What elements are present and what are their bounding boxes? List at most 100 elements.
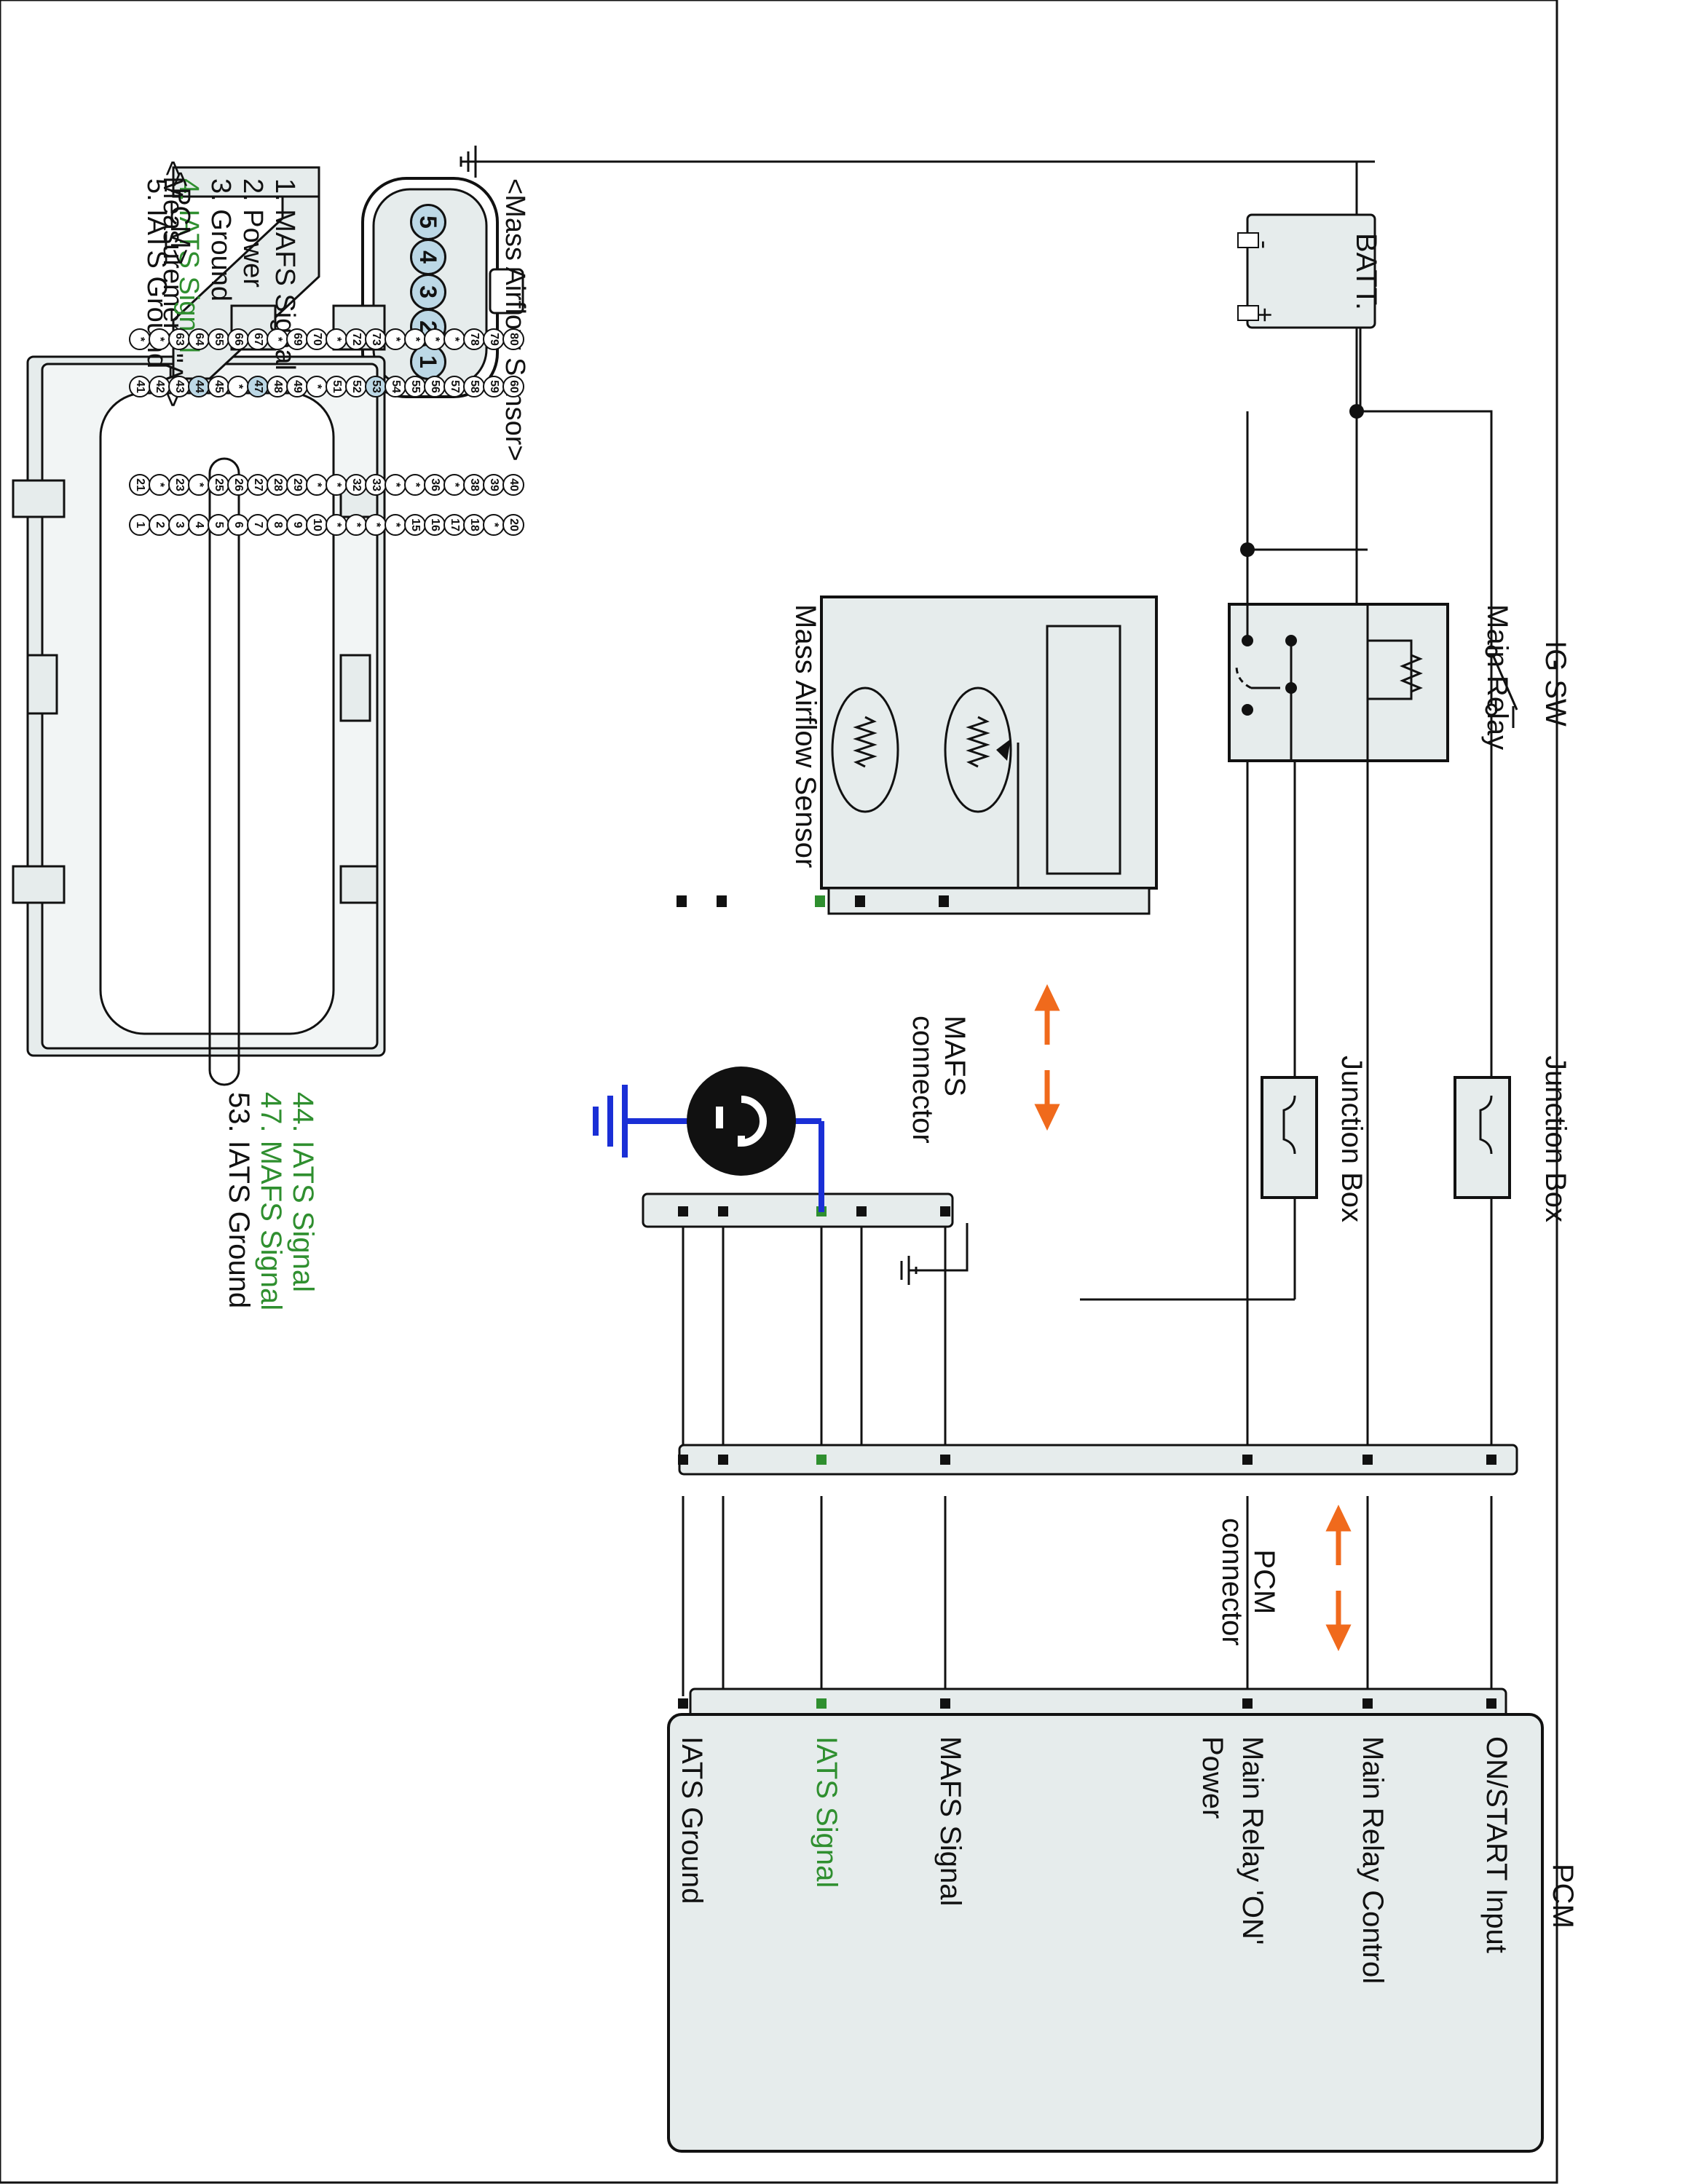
pcm-connector-pin: *: [306, 474, 328, 496]
pcm-connector-pin: 42: [149, 376, 170, 397]
pcm-connector-pin: 16: [424, 514, 446, 536]
pcm-connector-pin: 7: [247, 514, 269, 536]
pcm-connector-pin: 51: [326, 376, 347, 397]
pcm-connector-pin: 47: [247, 376, 269, 397]
mas-device-label: Mass Airflow Sensor: [789, 604, 821, 869]
mafs-connector-strip: [642, 1192, 954, 1228]
pcm-pin-label: MAFS Signal: [934, 1736, 966, 1907]
pcm-connector-pin: 33: [365, 474, 387, 496]
ground-symbols: [460, 146, 918, 1285]
page-border: [0, 0, 1558, 2184]
pcm-connector-pin: 10: [306, 514, 328, 536]
mafs-connector-label: MAFS connector: [907, 1016, 971, 1144]
pcm-connector-pin: *: [326, 514, 347, 536]
pcm-connector-pin: 15: [404, 514, 426, 536]
pcm-connector-pin: 59: [483, 376, 505, 397]
pcm-connector-pin: 48: [267, 376, 288, 397]
pcm-legend-item: 47. MAFS Signal: [255, 1092, 287, 1311]
mafs-connector-label-line2: connector: [907, 1016, 939, 1144]
batt-minus-label: -: [1250, 240, 1280, 249]
pcm-connector-pin: 54: [384, 376, 406, 397]
pcm-pin-label: Main Relay Control: [1357, 1736, 1389, 1985]
pcm-connector-pin: 57: [443, 376, 465, 397]
pcm-connector-pin: 78: [463, 328, 485, 350]
main-relay-label: Main Relay: [1481, 604, 1513, 751]
pcm-connector-pin: 60: [502, 376, 524, 397]
pcm-connector-pin: 45: [208, 376, 229, 397]
pcm-connector-pin: 67: [247, 328, 269, 350]
pcm-connector-pin: 65: [208, 328, 229, 350]
pcm-connector-label-line1: PCM: [1248, 1549, 1280, 1615]
pcm-connector-pin: 39: [483, 474, 505, 496]
pcm-legend-item: 44. IATS Signal: [287, 1092, 319, 1292]
pcm-connector-label-line2: connector: [1216, 1518, 1248, 1646]
pcm-legend-item: 53. IATS Ground: [223, 1092, 255, 1309]
pcm-box: [667, 1713, 1544, 2153]
pcm-connector-pin: 80: [502, 328, 524, 350]
junction-box-label-2: Junction Box: [1336, 1056, 1368, 1223]
pcm-connector-pin: *: [227, 376, 249, 397]
pcm-connector-pin: *: [384, 328, 406, 350]
pcm-connector-pin: 26: [227, 474, 249, 496]
pcm-wiring-strip: [678, 1444, 1518, 1476]
pcm-connector-pin: 70: [306, 328, 328, 350]
mas-pin: 3: [410, 274, 446, 310]
pcm-connector-pin: *: [384, 514, 406, 536]
pcm-connector-pin: 29: [286, 474, 308, 496]
pcm-connector-pin: 6: [227, 514, 249, 536]
ground-probe: [593, 1067, 824, 1212]
pcm-connector-pin: 52: [345, 376, 367, 397]
pcm-connector-pin: 41: [129, 376, 151, 397]
pcm-connector-pin: 5: [208, 514, 229, 536]
pcm-connector-pin: 9: [286, 514, 308, 536]
pcm-connector-pin: 38: [463, 474, 485, 496]
mas-pin: 4: [410, 239, 446, 275]
pcm-connector-pin: 72: [345, 328, 367, 350]
pcm-connector-pin: 23: [168, 474, 190, 496]
pcm-pin-label: ON/START Input: [1480, 1736, 1513, 1953]
battery: [1237, 213, 1376, 329]
pcm-connector-pin: *: [404, 474, 426, 496]
pcm-title: <PCM>: [165, 171, 195, 265]
pcm-connector-pin: 4: [188, 514, 210, 536]
pcm-connector-pin: 27: [247, 474, 269, 496]
pcm-connector-pin: 32: [345, 474, 367, 496]
pcm-connector-pin: 56: [424, 376, 446, 397]
pcm-connector-pin: 21: [129, 474, 151, 496]
pcm-connector-pin: *: [384, 474, 406, 496]
pcm-pin-label: Main Relay 'ON': [1237, 1736, 1269, 1945]
junction-box-1: [1454, 1076, 1511, 1199]
pcm-pin-label: IATS Signal: [811, 1736, 843, 1888]
wire-nodes: [1240, 404, 1364, 557]
mafs-connector-label-line1: MAFS: [939, 1016, 971, 1097]
pcm-connector-pin: 79: [483, 328, 505, 350]
pcm-connector-pin: *: [267, 328, 288, 350]
pcm-connector-pin: 55: [404, 376, 426, 397]
pcm-connector-pin: *: [483, 514, 505, 536]
pcm-connector-pin: *: [424, 328, 446, 350]
pcm-connector-pin: *: [443, 474, 465, 496]
pcm-connector-pin: 44: [188, 376, 210, 397]
pcm-connector-pin: 36: [424, 474, 446, 496]
pcm-connector-pin: *: [365, 514, 387, 536]
batt-label: BATT.: [1350, 233, 1382, 310]
pcm-connector-pin: 18: [463, 514, 485, 536]
pcm-connector-pin: *: [404, 328, 426, 350]
pcm-pin-label: Power: [1196, 1736, 1228, 1819]
pcm-connector-pin: *: [306, 376, 328, 397]
batt-plus-label: +: [1250, 307, 1280, 323]
mas-pin: 5: [410, 204, 446, 240]
ig-switch: [1485, 645, 1518, 716]
pcm-connector-pin: *: [149, 328, 170, 350]
main-relay: [1228, 603, 1449, 762]
pcm-connector-pin: 58: [463, 376, 485, 397]
pcm-connector-pin: 17: [443, 514, 465, 536]
pcm-connector-label: PCM connector: [1216, 1518, 1280, 1646]
pcm-connector-pin: 73: [365, 328, 387, 350]
pcm-connector-pin: 49: [286, 376, 308, 397]
pcm-connector-pin: *: [149, 474, 170, 496]
pcm-connector-pin: 20: [502, 514, 524, 536]
mas-title: <Mass Airflow Sensor>: [500, 178, 530, 462]
pcm-connector-pin: *: [326, 328, 347, 350]
